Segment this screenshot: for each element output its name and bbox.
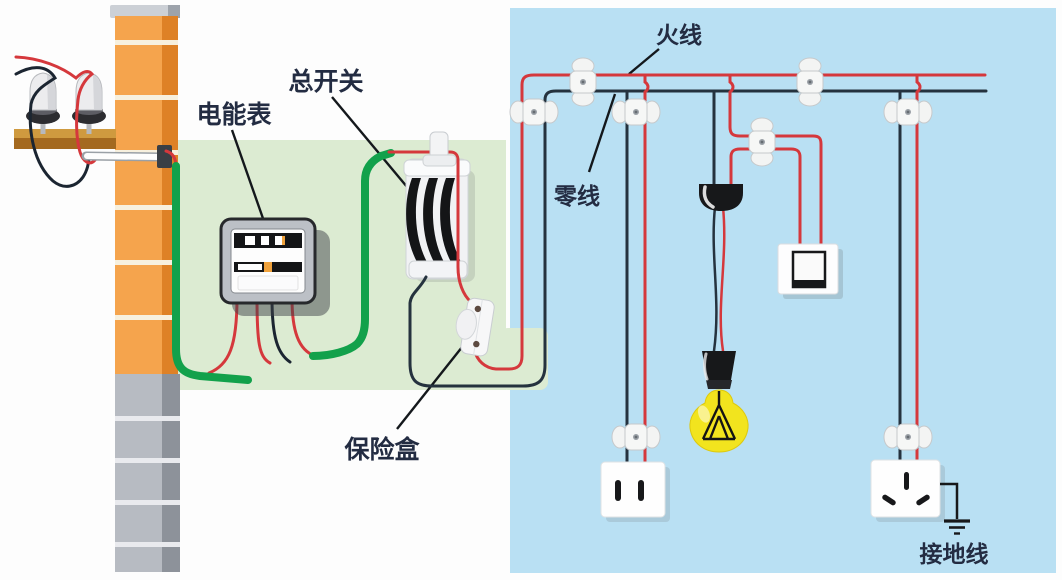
switch-handle (422, 131, 457, 167)
wire-clip (509, 98, 559, 126)
wall-switch (777, 243, 843, 299)
wire-clip (611, 98, 661, 126)
wire-clip (883, 423, 933, 451)
socket-slot (882, 494, 896, 506)
neutral-wire-main (408, 89, 988, 388)
wire-clip (611, 423, 661, 451)
neutral-wire-label: 零线 (553, 183, 600, 210)
ground-slot (904, 472, 909, 490)
energy-meter-pointer (230, 129, 268, 228)
pendant-lamp (689, 184, 749, 453)
wire-clip (569, 57, 597, 107)
red-feed-through-switch (387, 150, 473, 304)
service-red-wire (14, 55, 97, 165)
live-wire-label: 火线 (656, 22, 702, 49)
ground-wire-label: 接地线 (920, 541, 989, 568)
labels: 电能表 总开关 保险盒 火线 零线 接地线 (196, 22, 988, 568)
earth-connection (940, 482, 970, 535)
main-switch-label: 总开关 (288, 67, 363, 96)
bulb-filament (701, 391, 737, 441)
socket-slot (916, 494, 930, 506)
wire-clip (796, 57, 824, 107)
energy-meter (219, 217, 330, 316)
socket-slot (615, 480, 621, 501)
live-wire-main (472, 73, 987, 371)
energy-meter-label: 电能表 (196, 100, 272, 129)
socket1-live-drop (643, 73, 650, 467)
lamp-cord-red (719, 205, 726, 353)
neutral-wire-pointer (587, 93, 617, 173)
main-knife-switch (403, 158, 475, 282)
socket2-live-drop (915, 73, 922, 465)
three-hole-socket (870, 459, 945, 522)
pole-mortar-lines-gray (115, 416, 180, 547)
entrance-conduit (84, 153, 162, 160)
green-service-cable-down (172, 162, 252, 384)
service-black-wire (14, 66, 91, 188)
live-wire-pointer (628, 48, 660, 75)
wall-entry-connector (157, 145, 172, 168)
wire-clip (748, 117, 776, 167)
service-drop-wires (14, 55, 178, 188)
two-hole-socket (600, 461, 670, 522)
fuse-box-label: 保险盒 (343, 435, 420, 464)
wire-clip (883, 98, 933, 126)
panel-wiring (387, 73, 988, 388)
lamp-live-to-switch (728, 73, 823, 249)
fuse-box (455, 297, 495, 357)
lamp-cord-dark (712, 205, 718, 353)
green-service-cable-up (309, 149, 395, 360)
switch-blades (406, 178, 461, 262)
socket-slot (638, 480, 644, 501)
crossarm-bracket (14, 129, 116, 149)
meter-panel-corner (500, 328, 548, 390)
lamp-socket (702, 351, 736, 380)
indoor-branch-wires (625, 73, 922, 467)
